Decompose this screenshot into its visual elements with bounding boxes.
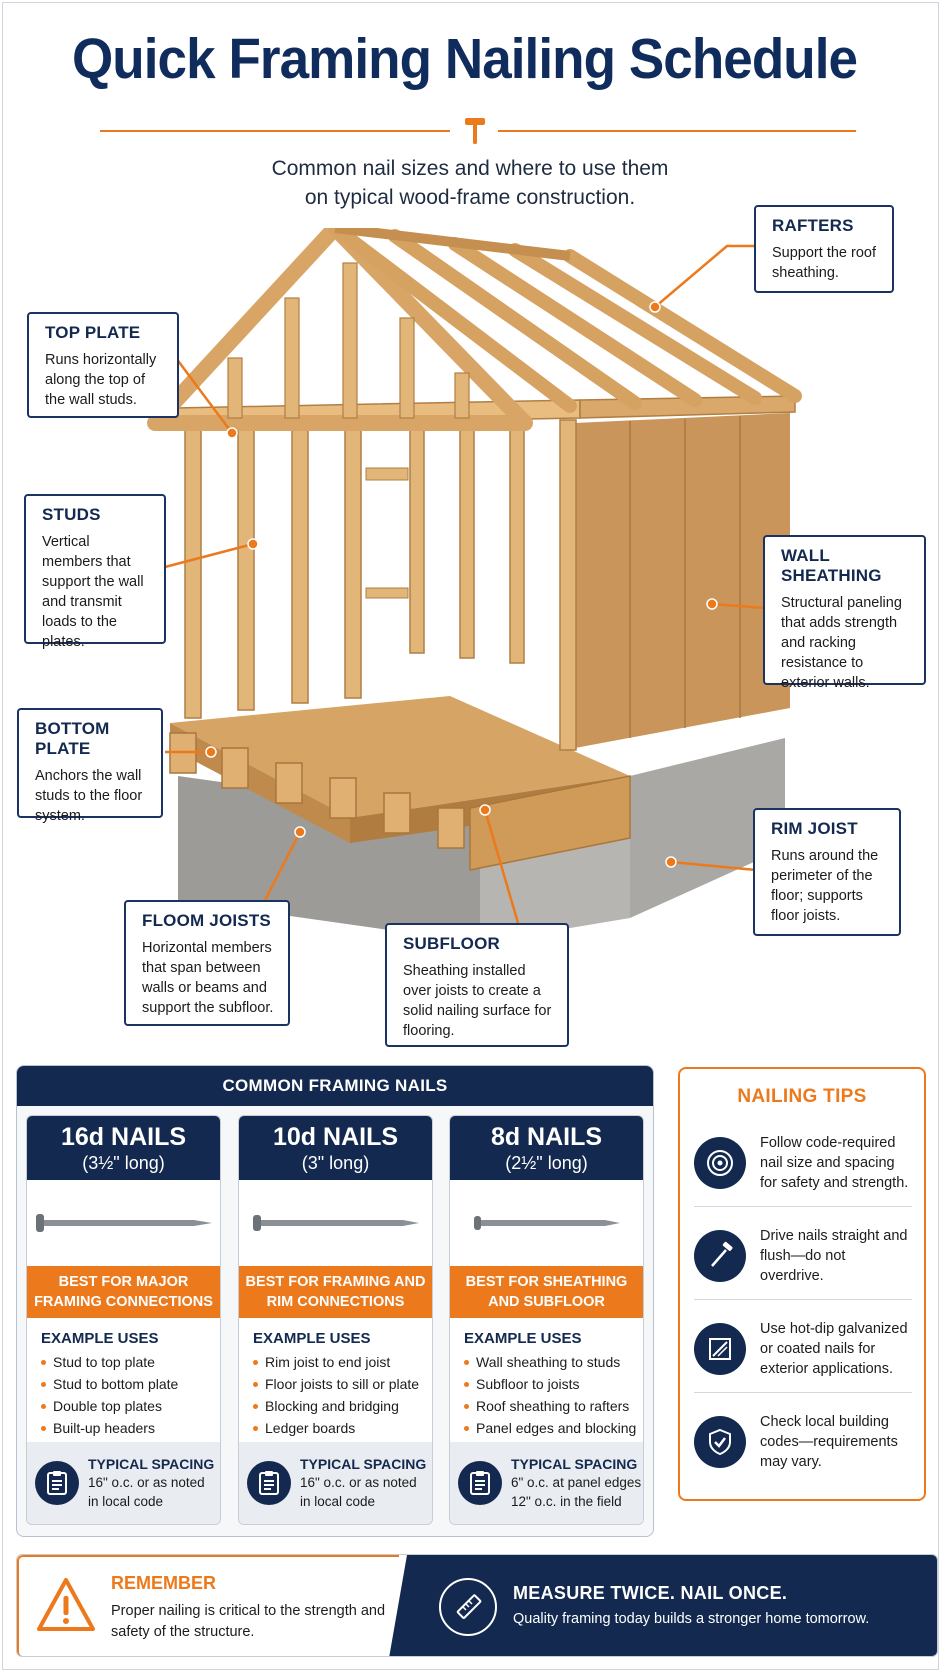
rafters: [328, 228, 802, 413]
nailing-tips-title: NAILING TIPS: [737, 1086, 867, 1107]
nailing-tips-panel: NAILING TIPS Follow code-required nail s…: [678, 1067, 926, 1501]
typical-spacing: TYPICAL SPACING 16" o.c. or as noted in …: [239, 1442, 432, 1524]
hammer-icon: [465, 118, 485, 144]
wall-sheathing: [575, 413, 790, 748]
nail-8d-icon: [450, 1180, 643, 1266]
page-title: Quick Framing Nailing Schedule: [72, 27, 858, 91]
list-item: Floor joists to sill or plate: [253, 1373, 432, 1395]
list-item: Blocking and bridging: [253, 1395, 432, 1417]
callout-studs: STUDS Vertical members that support the …: [24, 494, 166, 650]
example-uses-heading: EXAMPLE USES: [41, 1330, 159, 1347]
house-framing-illustration: [147, 228, 802, 943]
warning-icon: [37, 1578, 95, 1631]
measure-title: MEASURE TWICE. NAIL ONCE.: [513, 1583, 788, 1603]
clipboard-icon: [35, 1461, 79, 1505]
clipboard-icon: [458, 1461, 502, 1505]
remember-box: REMEMBER Proper nailing is critical to t…: [17, 1555, 399, 1656]
remember-text: Proper nailing is critical to the streng…: [111, 1603, 386, 1640]
example-uses-heading: EXAMPLE USES: [253, 1330, 371, 1347]
callout-rafters: RAFTERS Support the roof sheathing.: [754, 205, 894, 293]
list-item: Rim joist to end joist: [253, 1351, 432, 1373]
tip-divider: [694, 1206, 912, 1207]
example-uses-list: Stud to top plate Stud to bottom plate D…: [27, 1351, 220, 1439]
gable-frame: [147, 228, 533, 431]
target-icon: [694, 1137, 746, 1189]
list-item: Subfloor to joists: [464, 1373, 643, 1395]
page-subtitle: Common nail sizes and where to use them …: [271, 157, 669, 209]
list-item: Stud to top plate: [41, 1351, 220, 1373]
nail-10d-icon: [239, 1180, 432, 1266]
list-item: Double top plates: [41, 1395, 220, 1417]
example-uses-list: Wall sheathing to studs Subfloor to jois…: [450, 1351, 643, 1439]
typical-spacing: TYPICAL SPACING 6" o.c. at panel edges 1…: [450, 1442, 643, 1524]
callout-floor-joists: FLOOM JOISTS Horizontal members that spa…: [124, 900, 290, 1026]
footer-banner: REMEMBER Proper nailing is critical to t…: [16, 1554, 938, 1657]
callout-top-plate: TOP PLATE Runs horizontally along the to…: [27, 312, 179, 418]
nail-card-header: 16d NAILS (3½" long): [27, 1116, 220, 1180]
nails-panel-title: COMMON FRAMING NAILS: [17, 1066, 653, 1106]
tip-item: Follow code-required nail size and spaci…: [694, 1117, 912, 1209]
tip-item: Drive nails straight and flush—do not ov…: [694, 1210, 912, 1302]
example-uses-heading: EXAMPLE USES: [464, 1330, 582, 1347]
nail-card-header: 10d NAILS (3" long): [239, 1116, 432, 1180]
tip-divider: [694, 1392, 912, 1393]
callout-bottom-plate: BOTTOM PLATE Anchors the wall studs to t…: [17, 708, 163, 824]
nail-card-header: 8d NAILS (2½" long): [450, 1116, 643, 1180]
tip-item: Check local building codes—requirements …: [694, 1396, 912, 1488]
title-rule-left: [100, 130, 450, 132]
galvanized-panel-icon: [694, 1323, 746, 1375]
list-item: Ledger boards: [253, 1417, 432, 1439]
list-item: Wall sheathing to studs: [464, 1351, 643, 1373]
measure-banner: MEASURE TWICE. NAIL ONCE. Quality framin…: [389, 1555, 937, 1656]
list-item: Built-up headers: [41, 1417, 220, 1439]
title-rule-right: [498, 130, 856, 132]
typical-spacing: TYPICAL SPACING 16" o.c. or as noted in …: [27, 1442, 220, 1524]
tip-divider: [694, 1299, 912, 1300]
subfloor-platform: [170, 696, 630, 818]
common-framing-nails-panel: COMMON FRAMING NAILS 16d NAILS (3½" long…: [16, 1065, 654, 1537]
callout-subfloor: SUBFLOOR Sheathing installed over joists…: [385, 923, 569, 1047]
nail-icon: [694, 1230, 746, 1282]
list-item: Stud to bottom plate: [41, 1373, 220, 1395]
clipboard-icon: [247, 1461, 291, 1505]
ruler-icon: [439, 1578, 497, 1636]
remember-title: REMEMBER: [111, 1573, 217, 1593]
measure-text: Quality framing today builds a stronger …: [513, 1611, 870, 1627]
nail-card-10d: 10d NAILS (3" long) BEST FOR FRAMING AND…: [238, 1115, 433, 1525]
callout-rim-joist: RIM JOIST Runs around the perimeter of t…: [753, 808, 901, 936]
nail-16d-icon: [27, 1180, 220, 1266]
example-uses-list: Rim joist to end joist Floor joists to s…: [239, 1351, 432, 1439]
list-item: Panel edges and blocking: [464, 1417, 643, 1439]
tip-item: Use hot-dip galvanized or coated nails f…: [694, 1303, 912, 1395]
callout-wall-sheathing: WALL SHEATHING Structural paneling that …: [763, 535, 926, 691]
shield-check-icon: [694, 1416, 746, 1468]
list-item: Roof sheathing to rafters: [464, 1395, 643, 1417]
